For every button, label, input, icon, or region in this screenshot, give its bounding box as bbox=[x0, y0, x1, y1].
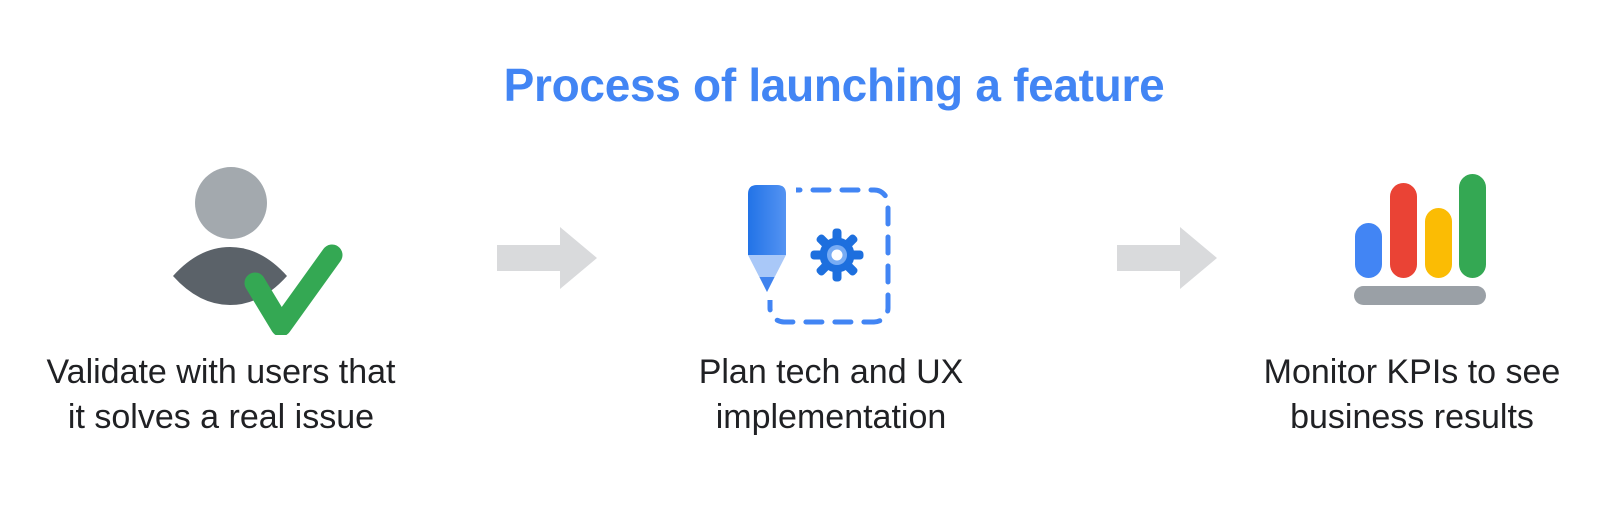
right-arrow-icon bbox=[497, 227, 597, 289]
pencil-tip bbox=[748, 255, 786, 292]
page-title: Process of launching a feature bbox=[503, 59, 1165, 111]
check-icon bbox=[244, 244, 343, 335]
step-monitor-label: Monitor KPIs to see business results bbox=[1202, 350, 1600, 440]
label-line: Plan tech and UX bbox=[698, 353, 964, 391]
label-line: it solves a real issue bbox=[67, 398, 375, 436]
bar-red bbox=[1390, 183, 1417, 278]
pencil-body bbox=[748, 185, 786, 255]
gear-icon bbox=[810, 228, 864, 282]
label-line: Validate with users that bbox=[46, 353, 396, 391]
bar-blue bbox=[1355, 223, 1382, 278]
bar-green bbox=[1459, 174, 1486, 278]
bar-yellow bbox=[1425, 208, 1452, 278]
bar-chart-icon bbox=[1354, 174, 1486, 305]
person-head bbox=[195, 167, 267, 239]
label-line: Monitor KPIs to see bbox=[1263, 353, 1561, 391]
right-arrow-icon bbox=[1117, 227, 1217, 289]
gear-hole bbox=[831, 249, 843, 261]
pencil-point bbox=[759, 277, 775, 292]
arrow-shape bbox=[497, 227, 597, 289]
label-line: business results bbox=[1290, 398, 1534, 436]
pencil-gear-icon bbox=[742, 178, 891, 325]
arrow-shape bbox=[1117, 227, 1217, 289]
user-check-icon bbox=[173, 167, 343, 335]
step-validate-label: Validate with users that it solves a rea… bbox=[11, 350, 431, 440]
dashed-box bbox=[767, 187, 891, 325]
chart-base bbox=[1354, 286, 1486, 305]
label-line: implementation bbox=[715, 398, 947, 436]
step-plan-label: Plan tech and UX implementation bbox=[621, 350, 1041, 440]
